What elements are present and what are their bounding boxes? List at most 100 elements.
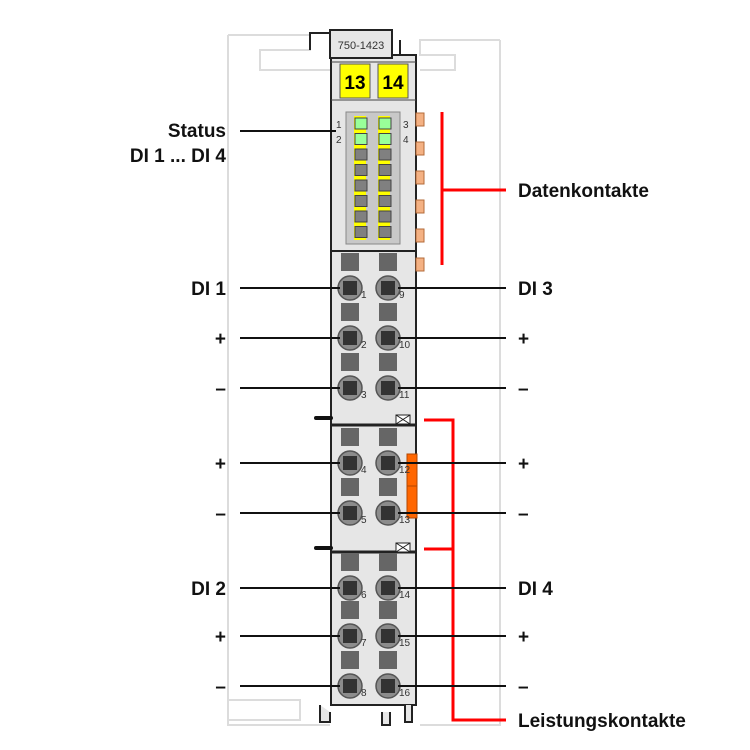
led-number-1: 1: [336, 120, 342, 131]
terminal-opening: [381, 506, 395, 520]
neighbor-outline: [227, 34, 501, 726]
power-contact-marker: [395, 414, 411, 553]
led-number-4: 4: [403, 135, 409, 146]
led-number-3: 3: [403, 120, 409, 131]
left-terminal-label: +: [215, 627, 226, 648]
status-label: Status: [168, 121, 226, 142]
release-slot[interactable]: [379, 428, 397, 446]
terminal-opening: [381, 679, 395, 693]
status-led-off: [354, 210, 368, 223]
release-slot[interactable]: [341, 353, 359, 371]
release-slot[interactable]: [341, 478, 359, 496]
release-slot[interactable]: [341, 253, 359, 271]
terminal-number: 8: [361, 688, 367, 699]
left-terminal-label: DI 1: [191, 279, 226, 300]
status-led-off: [354, 179, 368, 192]
left-terminal-label: +: [215, 329, 226, 350]
terminal-opening: [381, 629, 395, 643]
power-contacts-label: Leistungskontakte: [518, 711, 686, 732]
right-terminal-label: +: [518, 627, 529, 648]
data-contact: [415, 141, 425, 156]
data-contact: [415, 257, 425, 272]
release-slot[interactable]: [379, 601, 397, 619]
header-label-14: 14: [382, 73, 404, 94]
status-led-off: [378, 179, 392, 192]
data-contact: [415, 170, 425, 185]
status-led-off: [378, 164, 392, 176]
part-number-tab: [329, 29, 393, 59]
terminal-opening: [381, 456, 395, 470]
left-terminal-label: –: [215, 677, 226, 698]
terminal-number: 15: [399, 638, 411, 649]
terminal-number: 2: [361, 340, 367, 351]
data-contact: [415, 228, 425, 243]
right-terminal-label: +: [518, 329, 529, 350]
release-slot[interactable]: [379, 353, 397, 371]
header-label-13: 13: [344, 73, 365, 94]
status-led-on: [354, 133, 368, 145]
status-led-off: [378, 226, 392, 238]
status-led-off: [354, 164, 368, 176]
status-led-off: [378, 210, 392, 223]
terminal-opening: [343, 581, 357, 595]
release-slot[interactable]: [379, 553, 397, 571]
release-slot[interactable]: [341, 428, 359, 446]
right-terminal-label: +: [518, 454, 529, 475]
status-led-off: [378, 195, 392, 207]
status-led-off: [354, 226, 368, 238]
status-led-on: [378, 117, 392, 130]
release-slot[interactable]: [341, 651, 359, 669]
terminal-number: 6: [361, 590, 367, 601]
status-led-on: [378, 133, 392, 145]
led-number-2: 2: [336, 135, 342, 146]
right-terminal-label: –: [518, 379, 529, 400]
release-slot[interactable]: [379, 651, 397, 669]
release-slot[interactable]: [341, 553, 359, 571]
terminal-number: 4: [361, 465, 367, 476]
terminal-opening: [343, 281, 357, 295]
terminal-number: 1: [361, 290, 367, 301]
part-number: 750-1423: [338, 40, 385, 52]
terminal-number: 7: [361, 638, 367, 649]
right-terminal-label: DI 4: [518, 579, 553, 600]
right-terminal-label: –: [518, 504, 529, 525]
release-slot[interactable]: [341, 303, 359, 321]
terminal-opening: [343, 381, 357, 395]
release-slot[interactable]: [341, 601, 359, 619]
release-slot[interactable]: [379, 303, 397, 321]
left-terminal-label: +: [215, 454, 226, 475]
terminal-number: 14: [399, 590, 411, 601]
terminal-opening: [343, 456, 357, 470]
right-terminal-label: –: [518, 677, 529, 698]
data-contact: [415, 199, 425, 214]
status-led-off: [354, 148, 368, 161]
terminal-opening: [343, 331, 357, 345]
status-led-off: [354, 195, 368, 207]
data-contacts-label: Datenkontakte: [518, 181, 649, 202]
left-terminal-label: –: [215, 504, 226, 525]
terminal-number: 9: [399, 290, 405, 301]
release-slot[interactable]: [379, 253, 397, 271]
power-contacts-bracket: [424, 418, 506, 722]
status-led-on: [354, 117, 368, 130]
terminal-opening: [343, 629, 357, 643]
terminal-opening: [343, 506, 357, 520]
left-terminal-label: –: [215, 379, 226, 400]
status-di-range-label: DI 1 ... DI 4: [130, 146, 227, 167]
status-led-off: [378, 148, 392, 161]
data-contacts-bracket: [440, 112, 506, 265]
terminal-number: 12: [399, 465, 411, 476]
right-terminal-label: DI 3: [518, 279, 553, 300]
terminal-opening: [381, 381, 395, 395]
terminal-opening: [381, 581, 395, 595]
header-box-14: [377, 63, 409, 99]
terminal-number: 3: [361, 390, 367, 401]
terminal-opening: [343, 679, 357, 693]
terminal-number: 16: [399, 688, 411, 699]
terminal-number: 5: [361, 515, 367, 526]
data-contact: [415, 112, 425, 127]
release-slot[interactable]: [379, 478, 397, 496]
terminal-number: 10: [399, 340, 411, 351]
